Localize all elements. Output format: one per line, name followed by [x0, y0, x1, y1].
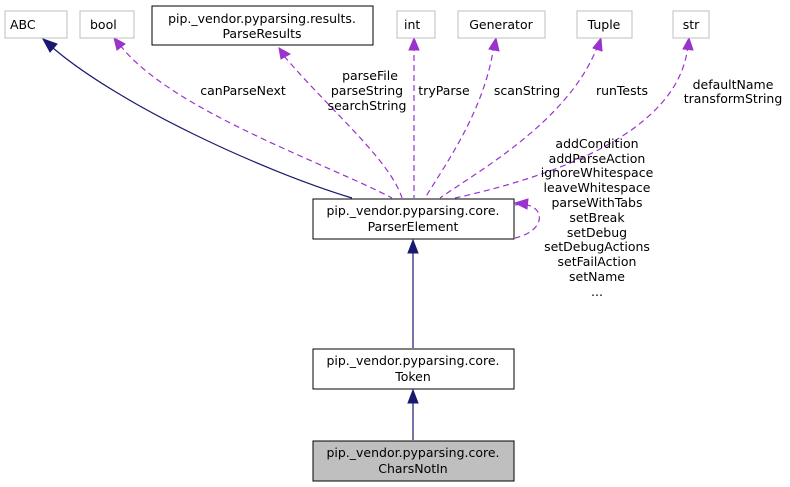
- node-abc-label: ABC: [10, 17, 36, 32]
- edge-label-self-5: setBreak: [569, 210, 625, 225]
- edge-label-int-0: tryParse: [418, 83, 470, 98]
- node-token-label-line2: Token: [394, 369, 431, 384]
- edge-label-parse-results-2: searchString: [328, 98, 407, 113]
- node-token[interactable]: pip._vendor.pyparsing.core. Token: [312, 348, 515, 390]
- node-parse-results-label-line1: pip._vendor.pyparsing.results.: [168, 11, 356, 26]
- edge-label-self-9: setName: [569, 269, 625, 284]
- edge-label-self-4: parseWithTabs: [552, 195, 643, 210]
- edge-tuple-arrowhead: [592, 36, 603, 52]
- edge-generator-arrowhead: [488, 36, 500, 52]
- edge-str-arrowhead: [682, 36, 694, 51]
- node-token-label-line1: pip._vendor.pyparsing.core.: [326, 353, 499, 368]
- node-abc[interactable]: ABC: [4, 10, 68, 39]
- edge-token-arrowhead: [407, 238, 419, 254]
- node-parser-element[interactable]: pip._vendor.pyparsing.core. ParserElemen…: [312, 198, 515, 240]
- node-parser-element-label-line2: ParserElement: [368, 219, 459, 234]
- node-int-label: int: [404, 17, 420, 32]
- edge-parser-element-self-loop: [514, 203, 540, 239]
- edge-label-generator-0: scanString: [494, 83, 560, 98]
- node-parser-element-label-line1: pip._vendor.pyparsing.core.: [326, 203, 499, 218]
- node-chars-not-in-label-line1: pip._vendor.pyparsing.core.: [326, 445, 499, 460]
- edge-self-loop-arrowhead: [513, 198, 529, 210]
- node-tuple-label: Tuple: [587, 17, 621, 32]
- edge-abc-to-parser-element: [52, 47, 353, 199]
- node-str-label: str: [683, 17, 700, 32]
- node-bool[interactable]: bool: [79, 10, 135, 39]
- edge-int-arrowhead: [408, 36, 420, 51]
- node-str[interactable]: str: [672, 10, 710, 39]
- node-generator-label: Generator: [469, 17, 533, 32]
- edge-str-to-parser-element: [454, 44, 689, 199]
- edge-label-parse-results-0: parseFile: [342, 68, 398, 83]
- edge-generator-to-parser-element: [424, 44, 495, 199]
- node-chars-not-in[interactable]: pip._vendor.pyparsing.core. CharsNotIn: [312, 440, 515, 482]
- edge-bool-arrowhead: [113, 37, 126, 51]
- node-tuple[interactable]: Tuple: [576, 10, 633, 39]
- edge-label-self-8: setFailAction: [558, 254, 637, 269]
- edge-label-self-7: setDebugActions: [544, 239, 650, 254]
- edge-label-self-10: ...: [591, 284, 603, 299]
- node-parse-results[interactable]: pip._vendor.pyparsing.results. ParseResu…: [151, 5, 374, 46]
- edge-parse-results-arrowhead: [278, 47, 292, 60]
- edge-abc-arrowhead: [41, 38, 58, 53]
- edge-bool-to-parser-element: [119, 44, 393, 199]
- node-bool-label: bool: [90, 17, 117, 32]
- edge-label-self-1: addParseAction: [549, 151, 646, 166]
- node-generator[interactable]: Generator: [457, 10, 546, 39]
- edge-tuple-to-parser-element: [439, 44, 599, 199]
- edge-label-self-3: leaveWhitespace: [544, 180, 651, 195]
- edge-label-tuple-0: runTests: [596, 83, 648, 98]
- node-chars-not-in-label-line2: CharsNotIn: [378, 461, 447, 476]
- edge-label-str-1: transformString: [684, 91, 783, 106]
- edge-label-self-6: setDebug: [567, 225, 627, 240]
- edge-label-self-0: addCondition: [555, 136, 638, 151]
- edge-label-parse-results-1: parseString: [331, 83, 403, 98]
- edge-chars-not-in-arrowhead: [407, 388, 419, 404]
- edge-label-str-0: defaultName: [693, 77, 774, 92]
- edge-label-bool-0: canParseNext: [200, 83, 286, 98]
- node-parse-results-label-line2: ParseResults: [222, 26, 301, 41]
- edge-label-self-2: ignoreWhitespace: [541, 165, 654, 180]
- node-int[interactable]: int: [396, 10, 436, 39]
- edge-parse-results-to-parser-element: [283, 55, 403, 199]
